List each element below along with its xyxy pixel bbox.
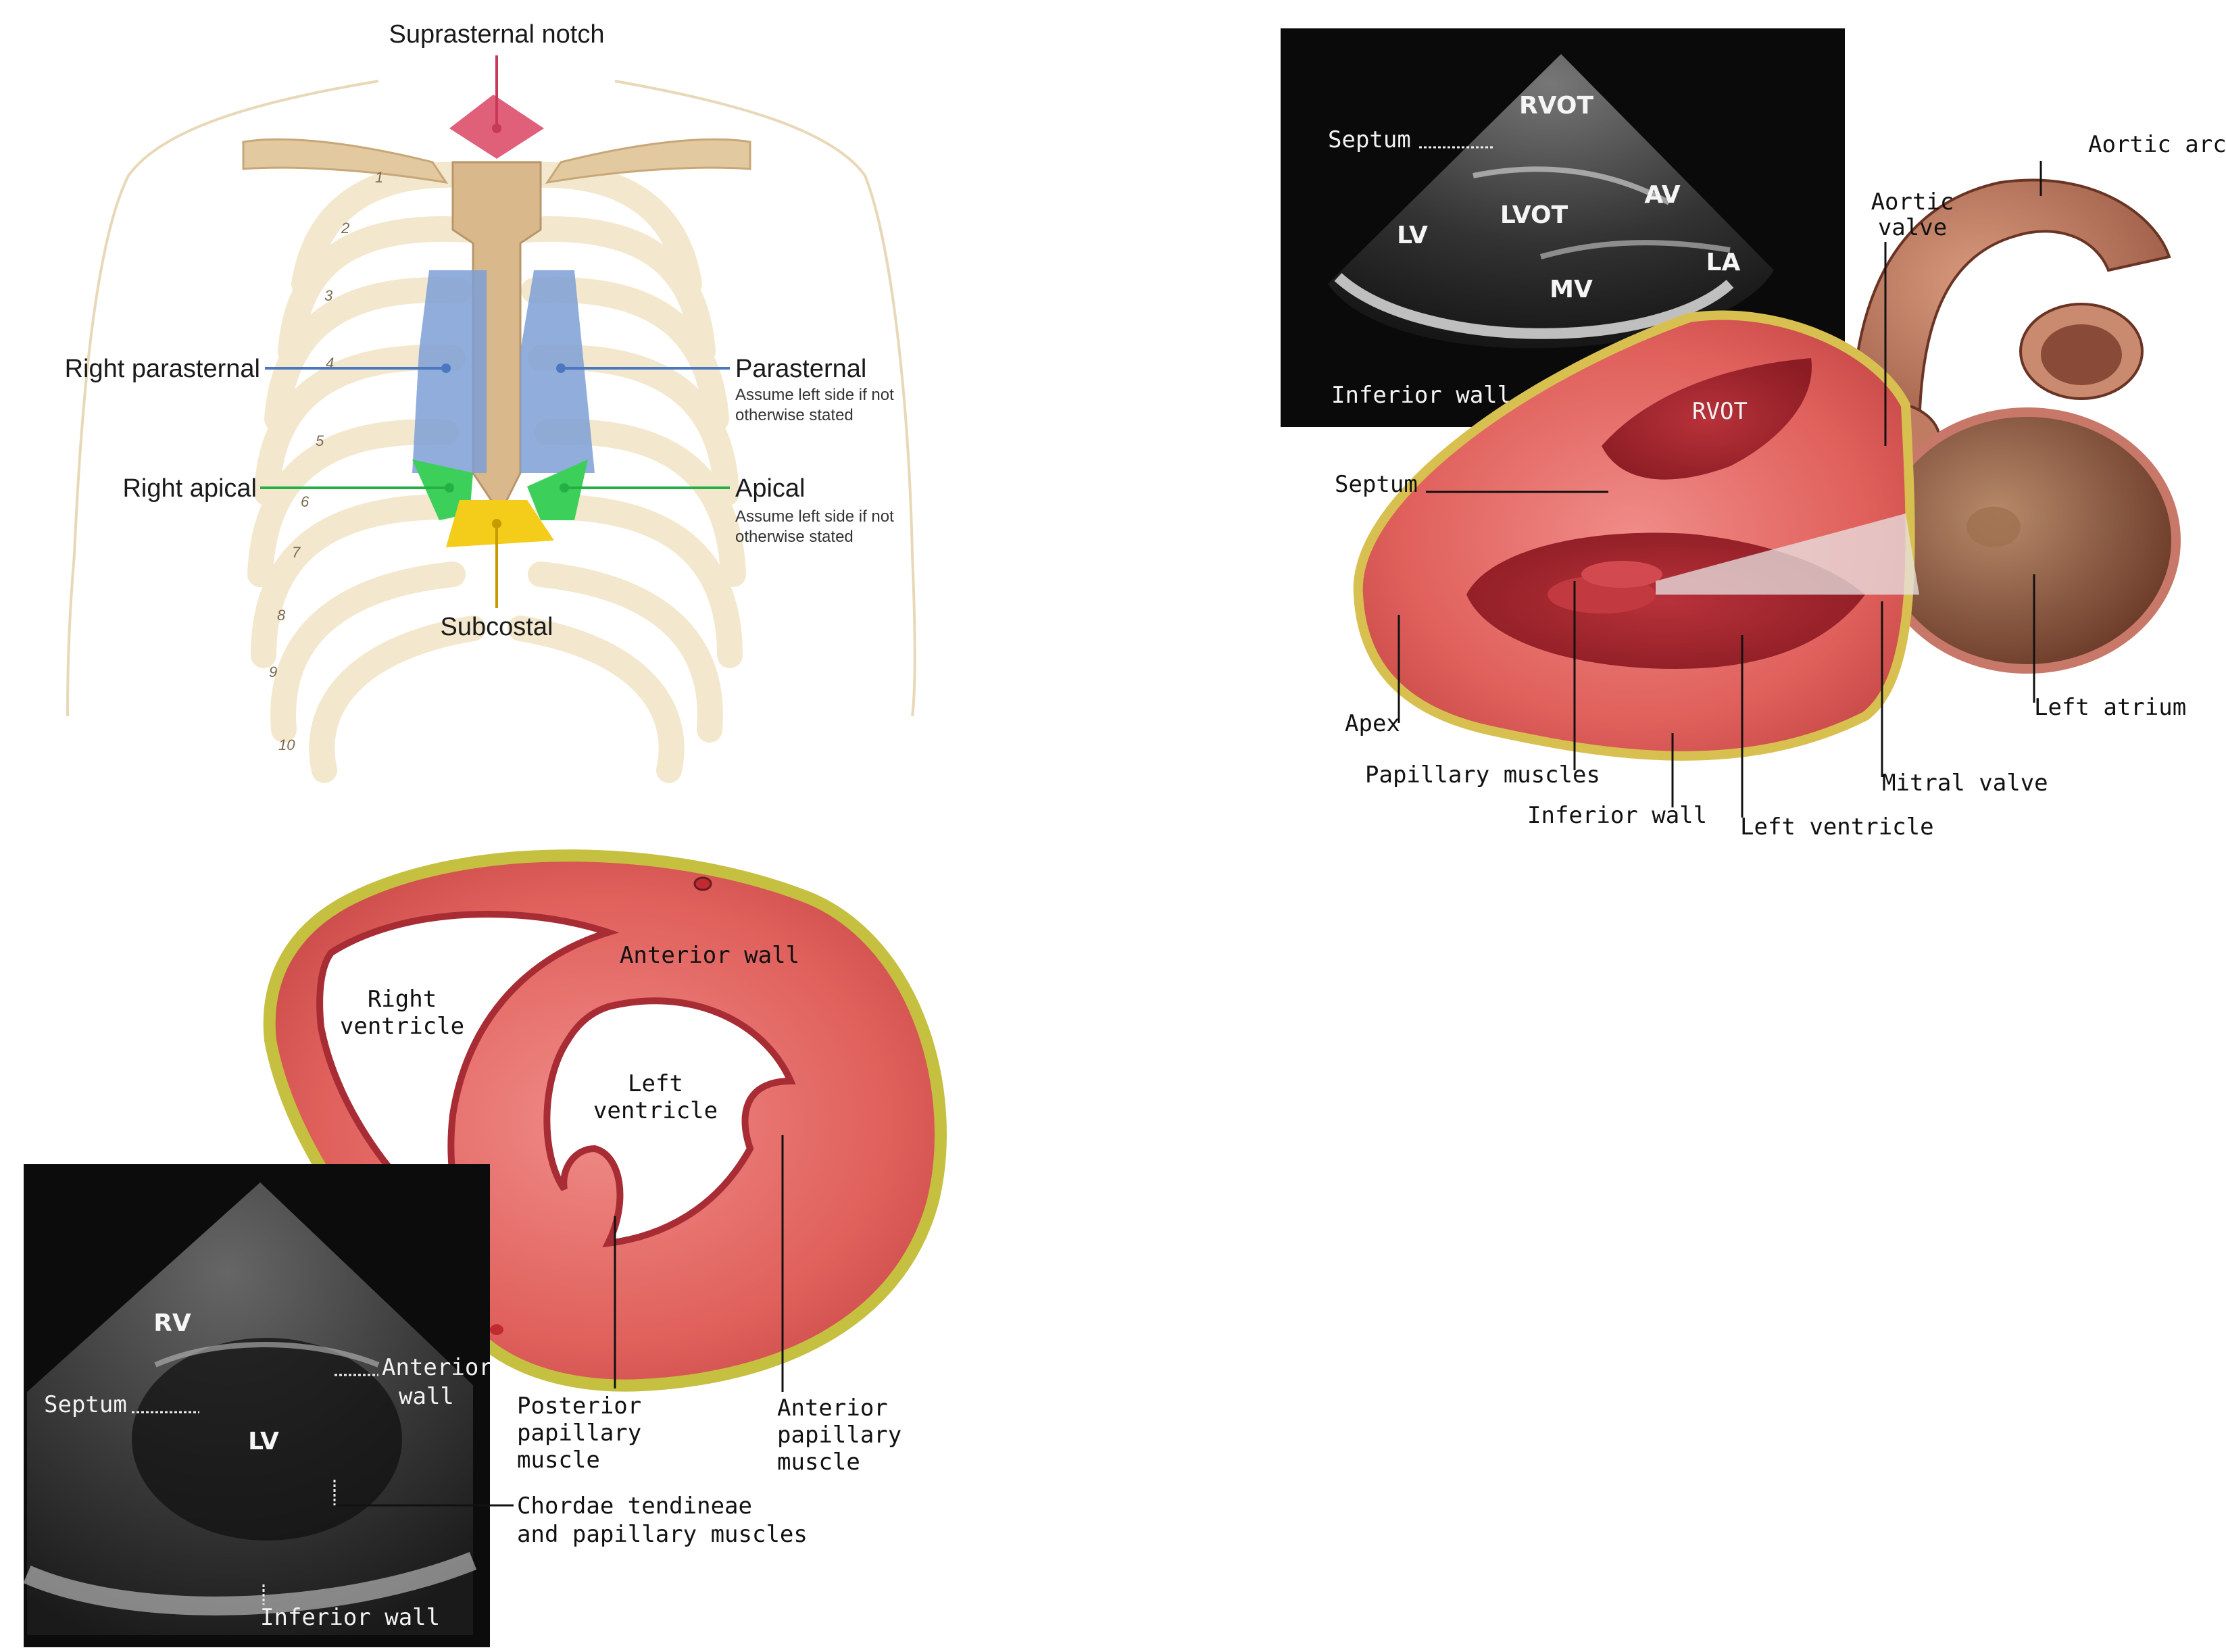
echo-label-av: AV <box>1644 181 1680 209</box>
apical-label: Apical <box>735 474 806 503</box>
label-left-ventricle: Left ventricle <box>1740 814 1934 841</box>
aortic-arch <box>1850 178 2171 441</box>
right-parasternal-window <box>412 270 487 473</box>
echo-label-lv: LV <box>1397 222 1428 249</box>
label-left-atrium: Left atrium <box>2034 694 2186 721</box>
rib-cage <box>247 161 746 783</box>
label-anterior-wall: Anterior wall <box>620 942 799 969</box>
suprasternal-label: Suprasternal notch <box>389 20 605 49</box>
short-echo-label-septum: Septum <box>44 1391 127 1418</box>
label-mitral-valve: Mitral valve <box>1882 770 2048 797</box>
suprasternal-dot <box>492 124 501 133</box>
torso-outline-right <box>614 80 916 717</box>
rib-number-1: 1 <box>375 169 383 186</box>
rvot-cavity <box>1602 358 1812 480</box>
parasternal-note-line-2: otherwise stated <box>735 406 854 424</box>
parasternal-label: Parasternal <box>735 355 866 383</box>
label-aortic-valve-2: valve <box>1878 214 1947 241</box>
clavicle-right <box>545 138 751 184</box>
rib-number-10: 10 <box>278 736 295 753</box>
rib-number-9: 9 <box>269 664 277 680</box>
mitral-valve-chordae <box>1656 514 1919 595</box>
short-echo-label-anterior-1: Anterior <box>382 1354 493 1381</box>
rib-number-2: 2 <box>341 220 349 236</box>
echo-label-lvot: LVOT <box>1500 201 1568 229</box>
parasternal-window <box>520 270 595 473</box>
right-parasternal-label: Right parasternal <box>65 355 260 383</box>
label-aortic-arch: Aortic arch <box>2088 131 2226 158</box>
label-anatomy-rvot: RVOT <box>1692 398 1748 425</box>
apical-note-line-1: Assume left side if not <box>735 507 894 526</box>
aortic-branch-lumen <box>2041 324 2122 385</box>
subcostal-label: Subcostal <box>441 613 553 641</box>
label-posterior-papillary-3: muscle <box>517 1447 600 1474</box>
label-left-ventricle-2: ventricle <box>593 1097 718 1124</box>
label-anterior-papillary-2: papillary <box>777 1422 901 1449</box>
apical-note-line-2: otherwise stated <box>735 528 854 546</box>
parasternal-dot <box>556 364 566 373</box>
rib-number-5: 5 <box>316 432 324 449</box>
right-apical-window <box>412 459 473 520</box>
short-axis-anatomy: Anterior wall Right ventricle Left ventr… <box>263 849 947 1548</box>
left-atrium <box>1874 407 2181 674</box>
long-axis-echo-mitral-echo <box>1539 240 1731 259</box>
rib-number-7: 7 <box>292 544 301 561</box>
label-posterior-papillary-2: papillary <box>517 1420 641 1447</box>
label-right-ventricle-2: ventricle <box>340 1013 464 1040</box>
label-right-ventricle-1: Right <box>368 986 437 1013</box>
coronary-vessel-3 <box>490 1324 503 1335</box>
label-aortic-valve-1: Aortic <box>1871 189 1954 216</box>
right-apical-dot <box>445 483 454 493</box>
short-echo-label-lv: LV <box>248 1428 279 1455</box>
apical-window <box>527 459 588 520</box>
long-axis-anatomy: Aortic arch Aortic valve RVOT Septum Ape… <box>1335 131 2226 841</box>
short-echo-label-anterior-2: wall <box>399 1383 454 1410</box>
clavicle-left <box>242 138 449 184</box>
label-apex: Apex <box>1345 710 1400 737</box>
short-axis-echo: RV LV Septum Anterior wall Inferior wall <box>23 1164 514 1647</box>
rib-number-3: 3 <box>324 287 333 304</box>
echo-label-inferior-wall: Inferior wall <box>1331 382 1511 409</box>
coronary-vessel-1 <box>693 876 712 891</box>
label-anatomy-inferior-wall: Inferior wall <box>1527 802 1707 829</box>
rib-number-8: 8 <box>277 607 286 624</box>
label-anterior-papillary-3: muscle <box>777 1449 860 1476</box>
label-posterior-papillary-1: Posterior <box>517 1393 641 1420</box>
torso-outline <box>66 80 379 717</box>
parasternal-note-line-1: Assume left side if not <box>735 386 894 404</box>
short-axis-lv-cavity <box>543 997 796 1248</box>
short-axis-echo-septum-echo <box>154 1342 380 1368</box>
label-chordae-2: and papillary muscles <box>517 1521 808 1548</box>
label-papillary-muscles: Papillary muscles <box>1365 761 1600 789</box>
echo-label-septum: Septum <box>1328 126 1411 153</box>
long-axis-echo-sector <box>1328 54 1774 349</box>
apical-dot <box>560 483 569 493</box>
echo-label-mv: MV <box>1550 276 1593 303</box>
left-atrium-ostium <box>1967 507 2021 547</box>
papillary-muscle-2 <box>1581 561 1662 588</box>
echo-label-rvot: RVOT <box>1519 92 1594 120</box>
short-echo-label-rv: RV <box>153 1309 191 1337</box>
long-axis-echo-septum-echo <box>1473 166 1671 205</box>
chest-diagram: 1 2 3 4 5 6 7 8 9 10 Suprasternal notch … <box>65 20 916 783</box>
subcostal-dot <box>492 519 501 528</box>
label-chordae-1: Chordae tendineae <box>517 1493 752 1520</box>
label-left-ventricle-1: Left <box>628 1070 683 1097</box>
label-anatomy-septum: Septum <box>1335 471 1418 498</box>
rib-number-6: 6 <box>301 493 310 510</box>
short-axis-rv-cavity <box>316 910 620 1253</box>
label-anterior-papillary-1: Anterior <box>777 1395 888 1422</box>
right-apical-label: Right apical <box>122 474 257 503</box>
long-axis-echo-posterior-wall <box>1334 273 1734 339</box>
short-echo-label-inferior-wall: Inferior wall <box>260 1604 440 1631</box>
echo-label-la: LA <box>1706 249 1741 276</box>
right-parasternal-dot <box>441 364 451 373</box>
short-axis-echo-inferior-echo <box>23 1551 477 1616</box>
